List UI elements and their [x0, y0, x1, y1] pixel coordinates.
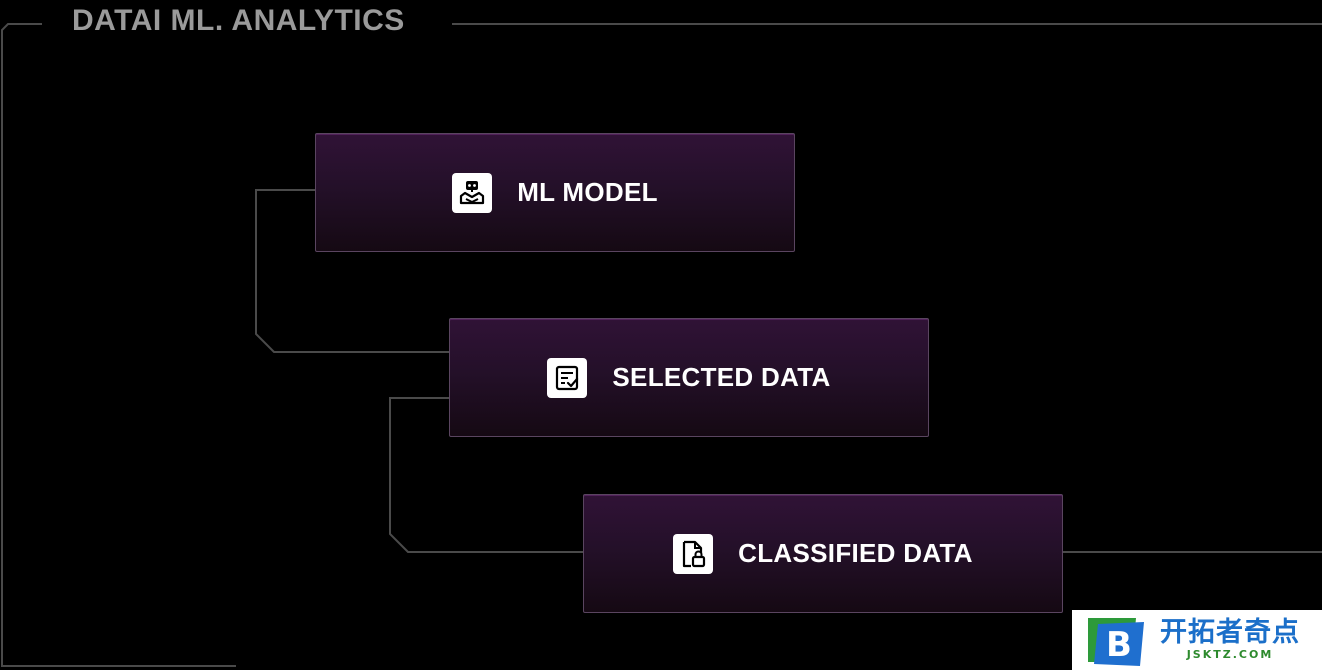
- diagram-title: DATAI ML. ANALYTICS: [72, 4, 405, 37]
- node-label-selected-data: SELECTED DATA: [612, 362, 831, 392]
- node-ml-model[interactable]: ML MODEL: [315, 133, 795, 252]
- robot-icon: [452, 172, 493, 213]
- connector-ml-to-selected: [255, 189, 449, 353]
- watermark-badge: B 开拓者奇点 JSKTZ.COM: [1072, 610, 1322, 670]
- watermark-brand: 开拓者奇点: [1160, 617, 1300, 648]
- watermark-url: JSKTZ.COM: [1186, 648, 1274, 661]
- svg-text:B: B: [1106, 625, 1132, 665]
- node-label-ml-model: ML MODEL: [517, 177, 658, 207]
- checklist-icon: [547, 357, 588, 398]
- frame-top-left-line: [1, 23, 236, 667]
- node-selected-data[interactable]: SELECTED DATA: [449, 318, 929, 437]
- node-classified-data[interactable]: CLASSIFIED DATA: [583, 494, 1063, 613]
- watermark-logo: B: [1084, 614, 1146, 666]
- node-label-classified-data: CLASSIFIED DATA: [738, 538, 973, 568]
- locked-file-icon: [673, 533, 714, 574]
- connector-selected-to-classified: [389, 397, 583, 553]
